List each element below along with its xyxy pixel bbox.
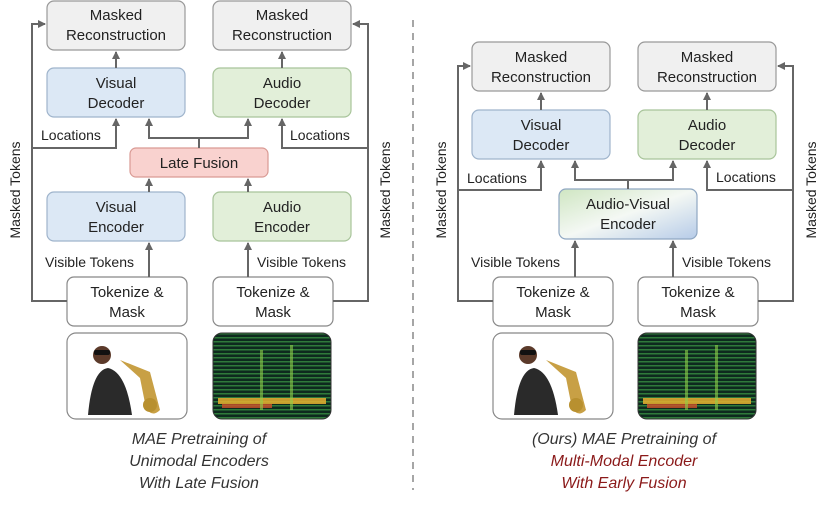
left-caption-line2: Unimodal Encoders (129, 453, 269, 470)
right-visual-recon-line2: Reconstruction (491, 69, 591, 86)
right-visual-tokenize-line1: Tokenize & (516, 284, 589, 301)
right-audio-reconstruction-box: Masked Reconstruction (637, 41, 777, 92)
left-visible-tokens-label-a: Visible Tokens (45, 254, 134, 270)
left-audio-encoder-line1: Audio (263, 199, 301, 216)
right-visible-tokens-label-b: Visible Tokens (682, 254, 771, 270)
right-locations-label-b: Locations (716, 169, 776, 185)
late-fusion-box: Late Fusion (129, 147, 269, 178)
left-audio-decoder-box: Audio Decoder (212, 67, 352, 118)
right-audio-tokenize-line2: Mask (680, 304, 716, 321)
left-visual-reconstruction-box: Masked Reconstruction (46, 0, 186, 51)
right-audio-tokenize-line1: Tokenize & (661, 284, 734, 301)
right-audio-decoder-line2: Decoder (679, 137, 736, 154)
right-audio-decoder-box: Audio Decoder (637, 109, 777, 160)
right-caption-highlight-line2: With Early Fusion (561, 475, 686, 492)
left-connectors (31, 20, 369, 302)
left-visual-encoder-line1: Visual (96, 199, 137, 216)
left-audio-reconstruction-box: Masked Reconstruction (212, 0, 352, 51)
left-audio-tokenize-box: Tokenize & Mask (212, 276, 334, 327)
right-masked-tokens-label-b: Masked Tokens (803, 141, 819, 238)
left-audio-recon-line1: Masked (256, 7, 309, 24)
right-visual-tokenize-box: Tokenize & Mask (492, 276, 614, 327)
left-audio-tokenize-line1: Tokenize & (236, 284, 309, 301)
right-audio-recon-line2: Reconstruction (657, 69, 757, 86)
right-connectors (457, 62, 794, 302)
av-encoder-line1: Audio-Visual (586, 196, 670, 213)
right-visible-tokens-label-a: Visible Tokens (471, 254, 560, 270)
right-audio-recon-line1: Masked (681, 49, 734, 66)
left-visual-recon-line1: Masked (90, 7, 143, 24)
left-visual-tokenize-line2: Mask (109, 304, 145, 321)
left-masked-tokens-label-a: Masked Tokens (7, 141, 23, 238)
right-visual-decoder-line2: Decoder (513, 137, 570, 154)
left-locations-label-b: Locations (290, 127, 350, 143)
left-audio-recon-line2: Reconstruction (232, 27, 332, 44)
left-visual-decoder-line1: Visual (96, 75, 137, 92)
right-locations-label-a: Locations (467, 170, 527, 186)
right-spectrogram-image (637, 332, 757, 420)
right-visual-reconstruction-box: Masked Reconstruction (471, 41, 611, 92)
left-visual-decoder-line2: Decoder (88, 95, 145, 112)
right-visual-decoder-box: Visual Decoder (471, 109, 611, 160)
audio-visual-encoder-box: Audio-Visual Encoder (558, 188, 698, 240)
left-audio-decoder-line2: Decoder (254, 95, 311, 112)
left-caption-line1: MAE Pretraining of (132, 431, 268, 448)
left-visible-tokens-label-b: Visible Tokens (257, 254, 346, 270)
right-audio-decoder-line1: Audio (688, 117, 726, 134)
left-visual-decoder-box: Visual Decoder (46, 67, 186, 118)
left-visual-tokenize-line1: Tokenize & (90, 284, 163, 301)
left-visual-recon-line2: Reconstruction (66, 27, 166, 44)
left-spectrogram-image (212, 332, 332, 420)
left-audio-encoder-box: Audio Encoder (212, 191, 352, 242)
left-audio-encoder-line2: Encoder (254, 219, 310, 236)
right-visual-decoder-line1: Visual (521, 117, 562, 134)
left-locations-label-a: Locations (41, 127, 101, 143)
left-visual-encoder-line2: Encoder (88, 219, 144, 236)
late-fusion-label: Late Fusion (160, 155, 238, 172)
right-saxophone-image (492, 332, 614, 420)
right-masked-tokens-label-a: Masked Tokens (433, 141, 449, 238)
right-audio-tokenize-box: Tokenize & Mask (637, 276, 759, 327)
left-visual-encoder-box: Visual Encoder (46, 191, 186, 242)
left-audio-tokenize-line2: Mask (255, 304, 291, 321)
left-audio-decoder-line1: Audio (263, 75, 301, 92)
left-masked-tokens-label-b: Masked Tokens (377, 141, 393, 238)
right-caption-highlight-line1: Multi-Modal Encoder (551, 453, 698, 470)
right-caption-line1: (Ours) MAE Pretraining of (532, 431, 718, 448)
left-saxophone-image (66, 332, 188, 420)
left-caption-line3: With Late Fusion (139, 475, 259, 492)
av-encoder-line2: Encoder (600, 216, 656, 233)
right-visual-recon-line1: Masked (515, 49, 568, 66)
right-visual-tokenize-line2: Mask (535, 304, 571, 321)
left-visual-tokenize-box: Tokenize & Mask (66, 276, 188, 327)
